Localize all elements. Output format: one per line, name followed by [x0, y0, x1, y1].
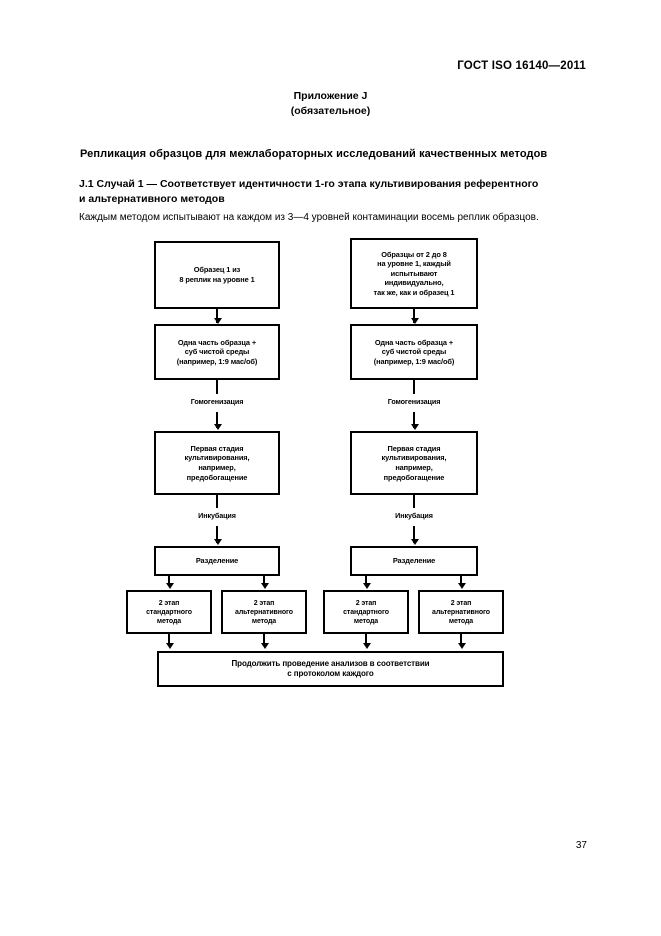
label-right-homogenization: Гомогенизация [387, 397, 441, 406]
arrow-branch1-to-footer [166, 643, 174, 649]
arrow-left-to-culture [214, 424, 222, 430]
annex-subtitle: (обязательное) [290, 105, 371, 117]
label-left-incubation: Инкубация [198, 511, 236, 520]
label-left-homogenization: Гомогенизация [190, 397, 244, 406]
annex-title: Приложение J [293, 90, 368, 102]
document-header-standard: ГОСТ ISO 16140—2011 [457, 60, 586, 72]
connector-right-split-bus-standard [365, 576, 367, 586]
connector-left-sample-to-dilution [216, 309, 218, 323]
arrow-right-to-split [411, 539, 419, 545]
connector-left-split-bus-standard [168, 576, 170, 586]
connector-branch1-to-footer [168, 634, 170, 646]
connector-left-culture-to-split-b [216, 526, 218, 543]
arrow-left-to-split [214, 539, 222, 545]
arrow-left-split-to-alternative [261, 583, 269, 589]
page-number: 37 [575, 840, 587, 851]
page-title: Репликация образцов для межлабораторных … [80, 148, 548, 160]
arrow-right-split-to-standard [363, 583, 371, 589]
connector-left-dilution-to-culture-b [216, 412, 218, 428]
connector-right-culture-to-split-b [413, 526, 415, 543]
node-footer-continue: Продолжить проведение анализов в соответ… [157, 651, 504, 687]
arrow-left-sample-to-dilution [214, 318, 222, 324]
arrow-branch2-to-footer [261, 643, 269, 649]
connector-right-sample-to-dilution [413, 309, 415, 323]
connector-left-split-bus-alternative [263, 576, 265, 586]
node-left-dilution: Одна часть образца +суб чистой среды(нап… [154, 324, 280, 380]
node-right-split: Разделение [350, 546, 478, 576]
connector-branch2-to-footer [263, 634, 265, 646]
annex-title-block: Приложение J (обязательное) [0, 89, 661, 119]
connector-right-split-bus-alternative [460, 576, 462, 586]
arrow-branch4-to-footer [458, 643, 466, 649]
arrow-left-split-to-standard [166, 583, 174, 589]
connector-branch3-to-footer [365, 634, 367, 646]
clause-j1-heading: J.1 Случай 1 — Соответствует идентичност… [79, 177, 579, 207]
connector-branch4-to-footer [460, 634, 462, 646]
connector-left-dilution-to-culture-a [216, 380, 218, 394]
connector-left-culture-to-split-a [216, 495, 218, 508]
clause-j1-paragraph: Каждым методом испытывают на каждом из 3… [79, 212, 539, 223]
arrow-branch3-to-footer [363, 643, 371, 649]
label-right-incubation: Инкубация [395, 511, 433, 520]
node-left-split: Разделение [154, 546, 280, 576]
arrow-right-sample-to-dilution [411, 318, 419, 324]
arrow-right-split-to-alternative [458, 583, 466, 589]
connector-right-dilution-to-culture-b [413, 412, 415, 428]
clause-j1-line1: J.1 Случай 1 — Соответствует идентичност… [79, 178, 539, 190]
connector-right-culture-to-split-a [413, 495, 415, 508]
clause-j1-line2: и альтернативного методов [79, 193, 225, 205]
node-right-dilution: Одна часть образца +суб чистой среды(нап… [350, 324, 478, 380]
arrow-right-to-culture [411, 424, 419, 430]
connector-right-dilution-to-culture-a [413, 380, 415, 394]
